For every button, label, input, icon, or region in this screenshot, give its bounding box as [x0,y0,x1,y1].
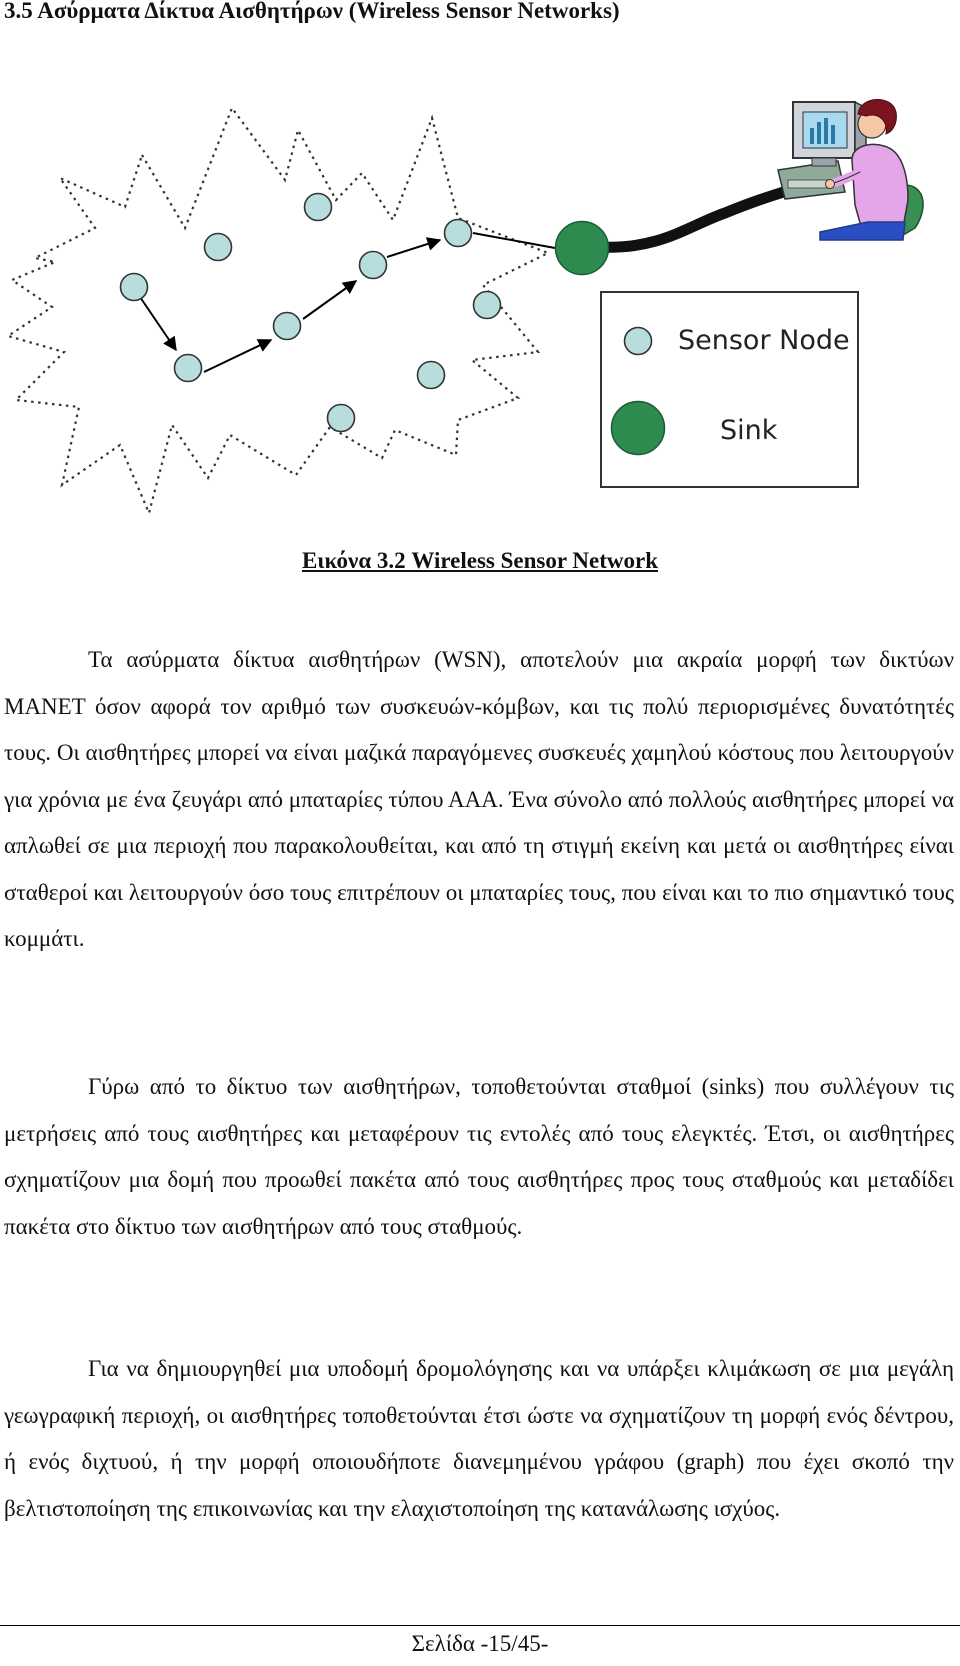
section-heading: 3.5 Ασύρματα Δίκτυα Αισθητήρων (Wireless… [4,0,620,23]
figure-caption: Εικόνα 3.2 Wireless Sensor Network [0,548,960,574]
page-number: Σελίδα -15/45- [411,1631,549,1656]
sensor-node [173,353,203,383]
legend-sink-icon [610,400,666,456]
wsn-figure: Sensor Node Sink [5,99,924,517]
sensor-node [443,218,473,248]
sink-link-cable [594,181,806,253]
sensor-node [119,272,149,302]
sensor-node [326,403,356,433]
sensor-node [203,232,233,262]
sensor-node [358,250,388,280]
legend-sensor-node-label: Sensor Node [678,325,850,356]
footer-divider [0,1625,960,1626]
legend-box: Sensor Node Sink [600,291,859,488]
paragraph-2: Γύρω από το δίκτυο των αισθητήρων, τοποθ… [4,1074,954,1239]
sensor-node [416,360,446,390]
sensor-node [272,311,302,341]
paragraph-1: Τα ασύρματα δίκτυα αισθητήρων (WSN), απο… [4,647,954,951]
sensor-node [472,290,502,320]
sensor-field-outline [5,105,551,517]
legend-sink-label: Sink [720,415,778,446]
paragraph-3: Για να δημιουργηθεί μια υποδομή δρομολόγ… [4,1356,954,1521]
computer-user-icon [777,99,924,241]
figure-caption-text: Εικόνα 3.2 Wireless Sensor Network [301,548,659,573]
legend-sensor-node-icon [623,326,653,356]
sink-node [554,220,610,276]
sensor-node [303,192,333,222]
routing-path [139,232,556,373]
sensor-nodes [119,192,502,433]
